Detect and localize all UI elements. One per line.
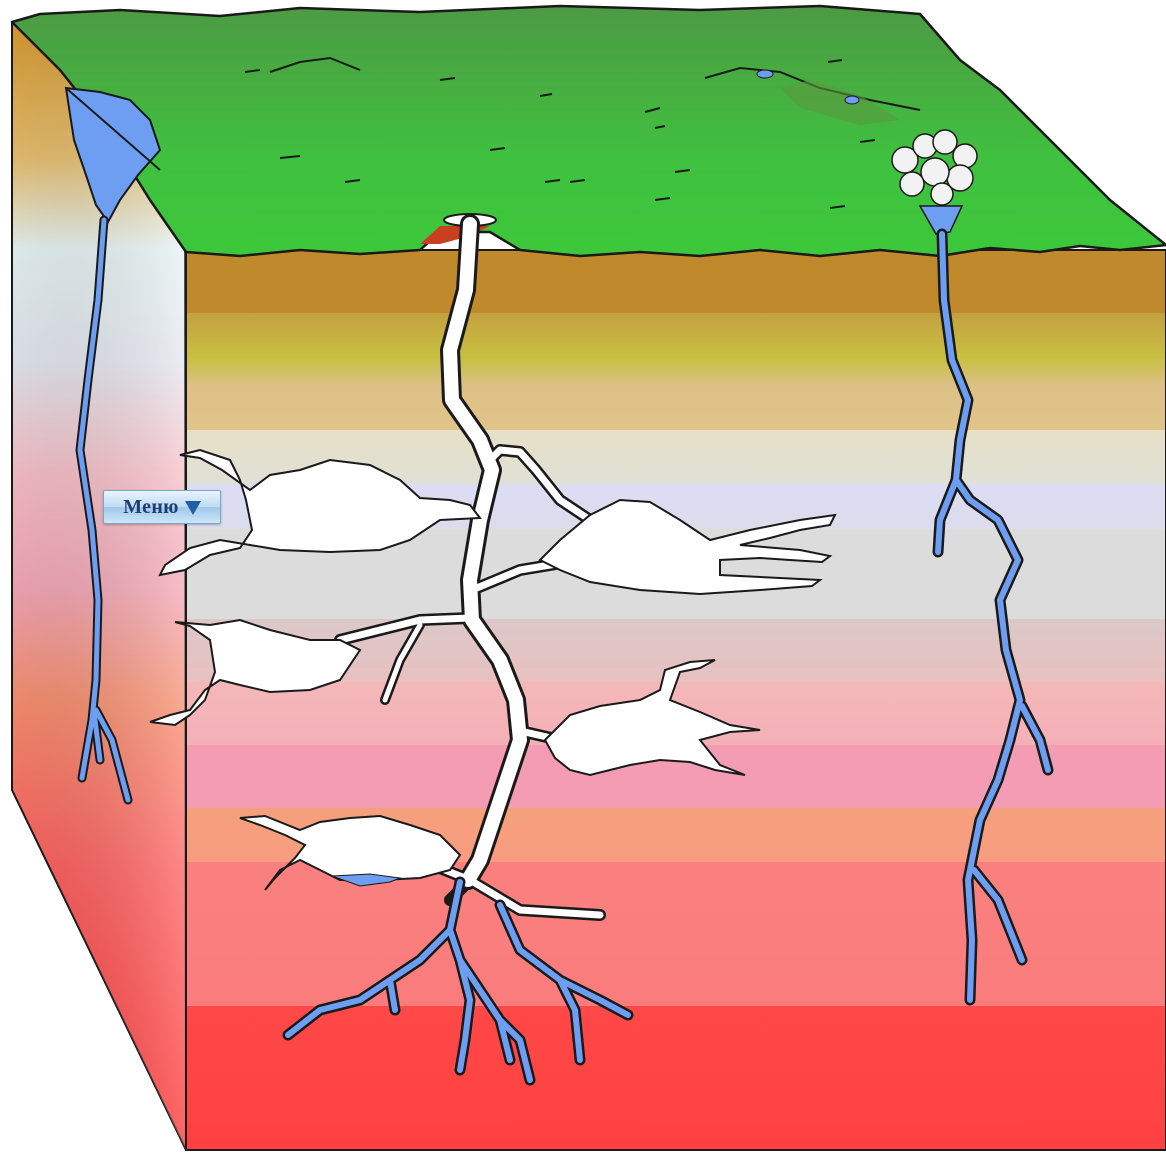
menu-button-label: Меню xyxy=(123,496,179,519)
menu-button[interactable]: Меню xyxy=(103,490,221,524)
pond xyxy=(845,96,859,104)
pond xyxy=(757,70,773,78)
triangle-down-icon xyxy=(185,501,201,515)
ground-surface xyxy=(12,6,1166,256)
